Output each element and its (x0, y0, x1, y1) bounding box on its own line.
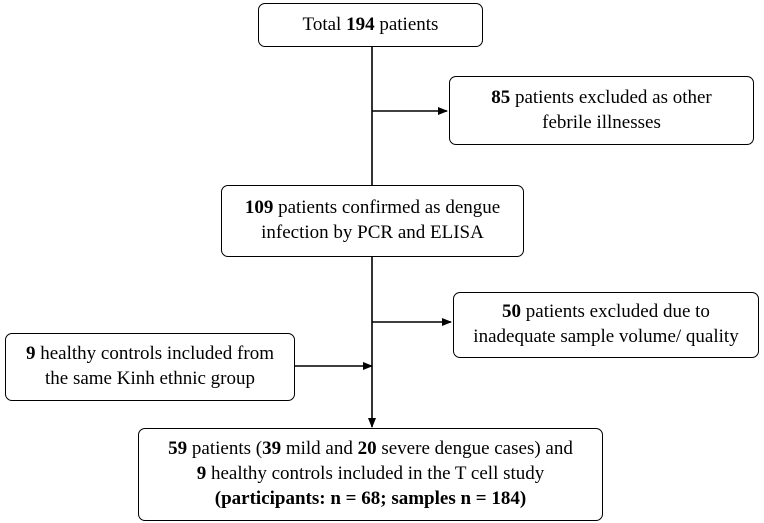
box-healthy-controls: 9 healthy controls included from the sam… (5, 333, 295, 401)
box-excluded-sample-quality: 50 patients excluded due to inadequate s… (453, 292, 759, 358)
box-total-patients: Total 194 patients (258, 3, 483, 47)
box-final-study-cohort: 59 patients (39 mild and 20 severe dengu… (138, 428, 603, 521)
box-excluded-other-febrile: 85 patients excluded as other febrile il… (449, 76, 754, 145)
box-confirmed-dengue: 109 patients confirmed as dengue infecti… (221, 185, 524, 257)
